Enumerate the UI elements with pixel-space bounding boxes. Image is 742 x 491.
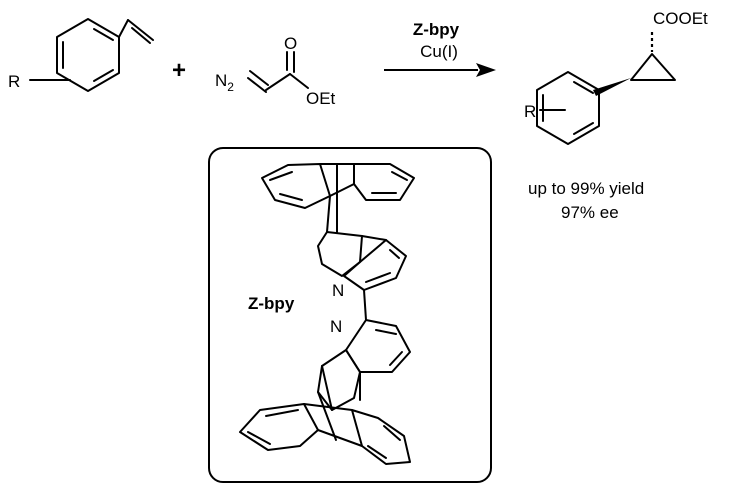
styrene-ring-double-bond	[93, 28, 114, 41]
ligand-box-title: Z-bpy	[248, 294, 295, 313]
ring-double-bond	[383, 425, 401, 441]
lower-bridgehead-bond	[321, 365, 333, 411]
yield-text: up to 99% yield	[528, 179, 644, 198]
lower-pyridine-n-label: N	[330, 317, 342, 336]
upper-left-benzo-ring	[261, 163, 331, 209]
ring-double-bond	[279, 193, 303, 201]
ethyl-diazoacetate-molecule: N2 O OEt	[215, 34, 336, 108]
styrene-molecule: R	[8, 18, 154, 92]
diazo-double-bond-inner	[249, 70, 269, 86]
lower-left-benzo-ring	[239, 403, 319, 451]
pyridine-double-bond	[375, 329, 397, 335]
product-ring-double-bond	[573, 81, 594, 94]
product-r-label: R	[524, 102, 536, 121]
arrow-metal-label: Cu(I)	[420, 42, 458, 61]
ring-double-bond	[269, 171, 293, 181]
lower-bridge-bond	[317, 429, 363, 447]
upper-bridgehead-bond	[326, 195, 331, 233]
upper-right-benzo-ring	[353, 163, 415, 201]
lower-right-benzo-ring	[351, 409, 411, 465]
lower-bridgehead-bond	[317, 391, 337, 441]
diazo-double-bond	[247, 77, 267, 93]
arrow-ligand-label: Z-bpy	[413, 20, 460, 39]
biaryl-bond	[363, 289, 367, 321]
cyclopropane-ring	[630, 53, 676, 81]
ring-double-bond	[247, 431, 271, 445]
arrow-head	[476, 63, 496, 77]
n2-label: N2	[215, 71, 234, 94]
pyridine-double-bond	[389, 351, 403, 366]
styrene-ring-double-bond	[93, 69, 114, 82]
diazo-oet-label: OEt	[306, 89, 336, 108]
carbonyl-carbon-bond	[265, 73, 291, 91]
cyclopropane-product: COOEt R	[524, 9, 708, 145]
ring-double-bond	[367, 445, 387, 459]
upper-bridge-bond	[329, 183, 355, 197]
product-ring-double-bond	[573, 122, 594, 135]
styrene-r-label: R	[8, 72, 20, 91]
ring-double-bond	[265, 409, 299, 417]
vinyl-bond	[118, 19, 129, 38]
upper-ch2-bond	[361, 235, 387, 241]
vinyl-double-bond	[127, 19, 154, 41]
ligand-box	[208, 147, 492, 483]
upper-pyridine-ring	[343, 239, 407, 291]
upper-carbocycle	[317, 231, 363, 277]
lower-bridge-bond	[303, 403, 353, 411]
plus-sign: +	[172, 57, 186, 84]
product-cooet-label: COOEt	[653, 9, 708, 28]
z-bpy-structure: N N	[239, 163, 415, 465]
pyridine-double-bond	[389, 249, 400, 259]
vinyl-double-bond-inner	[131, 27, 151, 44]
ester-oxygen-bond	[289, 73, 309, 89]
bold-wedge-bond	[593, 78, 631, 96]
n2-label-n: N	[215, 71, 227, 90]
ee-text: 97% ee	[561, 203, 619, 222]
oxygen-label: O	[284, 34, 297, 53]
product-ring	[536, 71, 600, 145]
reaction-arrow: Z-bpy Cu(I)	[384, 20, 496, 77]
pyridine-double-bond	[365, 272, 391, 283]
ring-double-bond	[391, 171, 408, 181]
upper-pyridine-n-label: N	[332, 281, 344, 300]
n2-label-subscript: 2	[227, 80, 234, 94]
